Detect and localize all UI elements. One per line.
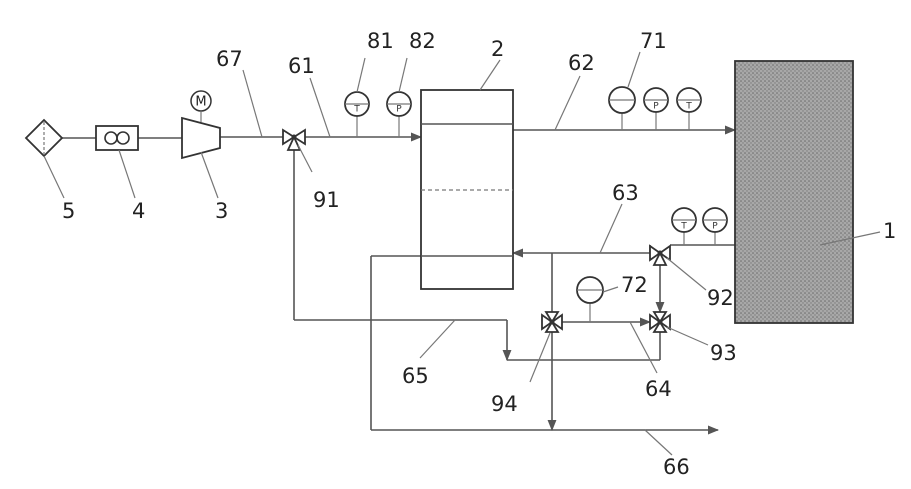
gauge-72 xyxy=(577,277,603,322)
valve-91 xyxy=(283,130,305,150)
label-72: 72 xyxy=(621,273,648,297)
label-61: 61 xyxy=(288,54,315,78)
compressor-3: M xyxy=(182,91,220,158)
label-3: 3 xyxy=(215,199,228,223)
label-81: 81 xyxy=(367,29,394,53)
gauge-92-p-symbol: P xyxy=(712,222,718,232)
label-4: 4 xyxy=(132,199,145,223)
gauge-92-t-symbol: T xyxy=(680,222,687,232)
gauge-81: T xyxy=(345,92,369,137)
label-64: 64 xyxy=(645,377,672,401)
label-63: 63 xyxy=(612,181,639,205)
valve-92 xyxy=(650,246,670,265)
gauge-71-c: T xyxy=(677,88,701,130)
label-82: 82 xyxy=(409,29,436,53)
gauge-71-b-symbol: P xyxy=(653,102,659,112)
label-91: 91 xyxy=(313,188,340,212)
gauge-92-t: T xyxy=(672,208,696,245)
tank-1 xyxy=(735,61,853,323)
gauge-71-b: P xyxy=(644,88,668,130)
label-62: 62 xyxy=(568,51,595,75)
valve-94 xyxy=(542,312,562,332)
label-2: 2 xyxy=(491,37,504,61)
label-67: 67 xyxy=(216,47,243,71)
label-5: 5 xyxy=(62,199,75,223)
filter-5 xyxy=(26,120,62,156)
motor-symbol: M xyxy=(195,95,206,110)
label-65: 65 xyxy=(402,364,429,388)
valve-93 xyxy=(650,312,670,332)
gauge-81-symbol: T xyxy=(353,105,360,115)
label-1: 1 xyxy=(883,219,896,243)
gauge-82: P xyxy=(387,92,411,137)
vessel-2 xyxy=(421,90,513,289)
gauge-71-a xyxy=(609,87,635,130)
gauge-92-p: P xyxy=(703,208,727,245)
label-71: 71 xyxy=(640,29,667,53)
gauge-82-symbol: P xyxy=(396,105,402,115)
label-94: 94 xyxy=(491,392,518,416)
label-93: 93 xyxy=(710,341,737,365)
gauge-71-c-symbol: T xyxy=(685,102,692,112)
flowmeter-4 xyxy=(96,126,138,150)
label-66: 66 xyxy=(663,455,690,479)
label-92: 92 xyxy=(707,286,734,310)
